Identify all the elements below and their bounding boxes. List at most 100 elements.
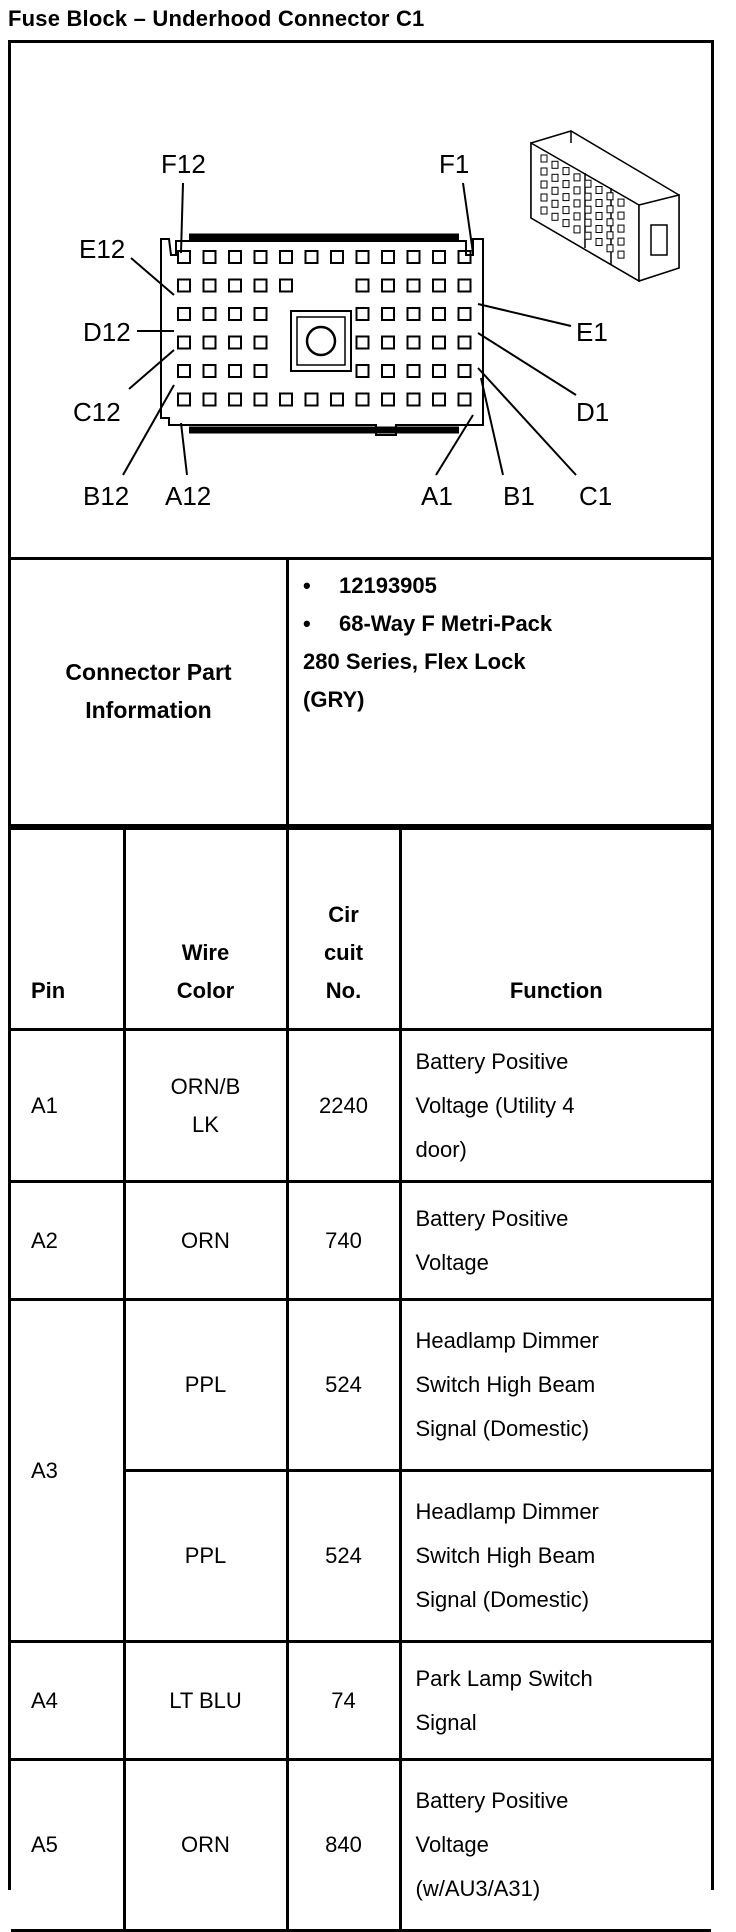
pin-cell: A3 [11, 1298, 126, 1643]
label-A12: A12 [165, 481, 211, 511]
label-C12: C12 [73, 397, 121, 427]
bullet-icon: • [303, 611, 311, 636]
thumbnail-cavity [551, 186, 559, 195]
thumbnail-cavity [617, 198, 625, 207]
connector-cavity [228, 278, 242, 293]
thumbnail-cavity [617, 250, 625, 259]
connector-cavity [432, 278, 446, 293]
pin-cell: A1 [11, 1028, 126, 1183]
connector-cavity [228, 250, 242, 264]
connector-cavity [253, 392, 268, 407]
thumbnail-cavity [540, 154, 548, 163]
connector-cavity [177, 335, 191, 350]
connector-cavity [177, 364, 191, 378]
thumbnail-cavity [595, 186, 603, 194]
pin-cell: A5 [11, 1758, 126, 1932]
wire-color-cell: ORN [122, 1180, 289, 1301]
circuit-cell: 740 [285, 1180, 402, 1301]
thumbnail-cavity [551, 212, 559, 221]
connector-cavity [406, 278, 421, 293]
connector-cavity [432, 307, 446, 321]
thumbnail-cavity [584, 231, 592, 240]
connector-cavity [304, 250, 319, 264]
connector-cavity [177, 392, 191, 407]
connector-face-drawing: F12 F1 E12 D12 C12 B12 A12 E1 D1 C1 B1 A… [73, 130, 680, 511]
wire-color-cell: ORN [122, 1758, 289, 1932]
thumbnail-cavity [584, 179, 592, 188]
header-function: Function [398, 827, 711, 1031]
connector-cavity [304, 392, 319, 407]
thumbnail-cavity [595, 199, 603, 207]
connector-cavity [381, 250, 395, 264]
connector-cavity [177, 250, 191, 264]
connector-cavity [228, 307, 242, 321]
thumbnail-cavity [562, 206, 570, 215]
connector-cavity [355, 364, 370, 378]
connector-cavity [406, 250, 421, 264]
connector-cavity [253, 335, 268, 350]
label-D12: D12 [83, 317, 131, 347]
connector-cavity [381, 392, 395, 407]
bullet-icon: • [303, 573, 311, 598]
connector-cavity [253, 307, 268, 321]
page-title: Fuse Block – Underhood Connector C1 [8, 6, 425, 31]
thumbnail-cavity [562, 193, 570, 202]
thumbnail-cavity [606, 192, 614, 201]
header-wire-color: Wire Color [122, 827, 289, 1031]
part-desc-line-1: 68-Way F Metri-Pack [339, 611, 553, 636]
connector-cavity [457, 335, 472, 350]
connector-cavity [381, 278, 395, 293]
connector-outline [160, 238, 484, 436]
connector-cavity [406, 307, 421, 321]
thumbnail-cavity [562, 167, 570, 176]
connector-cavity [457, 307, 472, 321]
wire-color-cell: LT BLU [122, 1640, 289, 1761]
header-pin: Pin [11, 827, 126, 1031]
thumbnail-cavity [573, 173, 581, 182]
connector-cavities [177, 250, 472, 407]
connector-cavity [202, 307, 217, 321]
connector-cavity [330, 250, 344, 264]
connector-cavity [355, 335, 370, 350]
connector-cavity [202, 392, 217, 407]
circuit-cell: 524 [285, 1469, 402, 1643]
connector-cavity [355, 278, 370, 293]
connector-cavity [202, 250, 217, 264]
connector-cavity [432, 335, 446, 350]
connector-cavity [177, 278, 191, 293]
label-B1: B1 [503, 481, 535, 511]
connector-cavity [406, 392, 421, 407]
thumbnail-cavity [540, 167, 548, 176]
connector-cavity [381, 364, 395, 378]
connector-3d-thumbnail [530, 130, 680, 283]
label-F1: F1 [439, 149, 469, 179]
connector-diagram: F12 F1 E12 D12 C12 B12 A12 E1 D1 C1 B1 A… [11, 43, 711, 560]
thumbnail-cavity [551, 160, 559, 169]
part-desc-line-2: 280 Series, Flex Lock [303, 649, 526, 674]
connector-cavity [330, 392, 344, 407]
circuit-cell: 840 [285, 1758, 402, 1932]
wire-color-cell: PPL [122, 1298, 289, 1472]
connector-cavity [457, 278, 472, 293]
connector-cavity [432, 250, 446, 264]
label-E12: E12 [79, 234, 125, 264]
thumbnail-cavity [606, 231, 614, 240]
connector-cavity [432, 392, 446, 407]
connector-cavity [457, 392, 472, 407]
connector-cavity [355, 392, 370, 407]
center-post [290, 310, 352, 372]
connector-cavity [202, 278, 217, 293]
thumbnail-cavity [573, 212, 581, 221]
connector-cavity [228, 335, 242, 350]
connector-cavity [279, 392, 293, 407]
connector-cavity [253, 364, 268, 378]
part-label-line-1: Connector Part [65, 658, 232, 685]
label-D1: D1 [576, 397, 609, 427]
circuit-cell: 2240 [285, 1028, 402, 1183]
thumbnail-cavity [595, 212, 603, 220]
connector-cavity [381, 335, 395, 350]
